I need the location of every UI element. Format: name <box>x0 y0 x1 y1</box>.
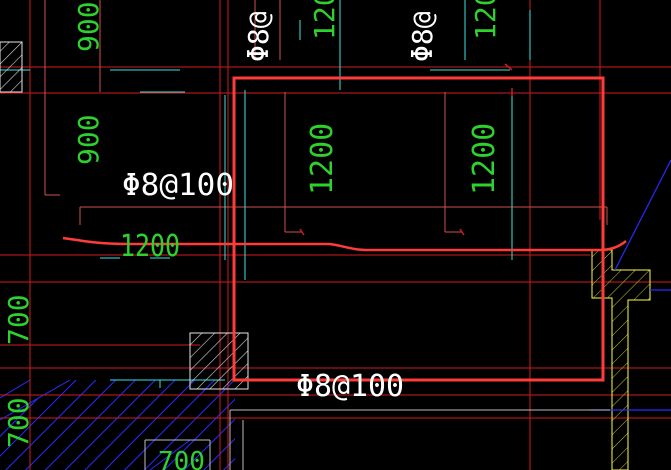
rebar-label-top-a: Φ8@ <box>242 11 275 62</box>
dimension-ticks <box>299 63 513 236</box>
slab-hatch-region <box>0 379 235 470</box>
dim-1200-top-a: 1200 <box>308 0 341 40</box>
dim-1200-mid-a: 1200 <box>305 123 340 195</box>
dim-1200-horizontal: 1200 <box>120 229 180 264</box>
lower-frame-lines <box>144 409 610 470</box>
wall-hatch-right <box>591 249 651 470</box>
rebar-spacing-lower: Φ8@100 <box>296 369 404 404</box>
selection-rectangle[interactable] <box>232 76 605 382</box>
dim-1200-mid-b: 1200 <box>467 123 502 195</box>
dim-1200-top-b: 1200 <box>469 0 502 40</box>
dim-700-left-a: 700 <box>2 294 35 345</box>
rebar-spacing-upper: Φ8@100 <box>122 168 234 203</box>
rebar-label-top-b: Φ8@ <box>406 11 439 62</box>
dimension-frame-lines <box>44 0 608 233</box>
dim-900-left: 900 <box>72 114 105 165</box>
column-hatch-top-left <box>0 41 23 93</box>
dim-700-left-b: 700 <box>2 397 35 448</box>
section-cut-line[interactable] <box>62 236 627 252</box>
dim-900-top: 900 <box>72 1 105 52</box>
dim-700-bottom: 700 <box>158 447 205 470</box>
